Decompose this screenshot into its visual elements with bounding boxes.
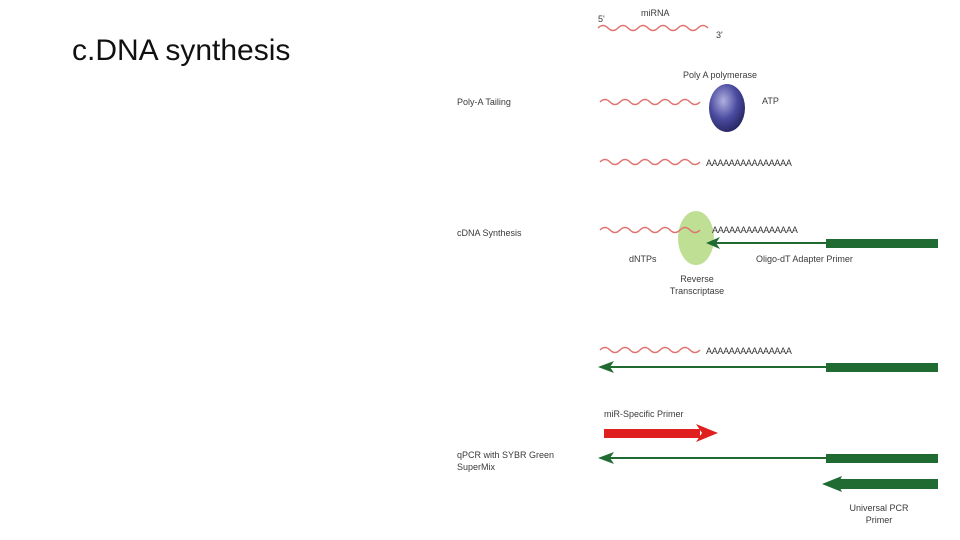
step-cdna-synthesis: cDNA Synthesis xyxy=(457,228,522,238)
slide-title: c.DNA synthesis xyxy=(72,34,291,67)
three-prime-label: 3' xyxy=(716,30,723,40)
dntps-label: dNTPs xyxy=(629,254,657,264)
arrowhead xyxy=(598,361,614,373)
mir-specific-primer-label: miR-Specific Primer xyxy=(604,409,684,419)
step-poly-a-tailing: Poly-A Tailing xyxy=(457,97,511,107)
arrowhead xyxy=(696,424,718,442)
universal-pcr-primer-label: Universal PCR Primer xyxy=(849,503,909,525)
atp-label: ATP xyxy=(762,96,779,106)
universal-pcr-primer-arrow xyxy=(836,479,938,489)
arrowhead xyxy=(822,476,842,492)
mir-specific-primer-arrow xyxy=(604,429,700,438)
arrowhead xyxy=(706,237,720,249)
adapter-bar xyxy=(826,363,938,372)
mirna-strand xyxy=(599,226,701,234)
poly-a-tail: AAAAAAAAAAAAAAA xyxy=(712,225,798,235)
arrowhead xyxy=(598,452,614,464)
mirna-strand xyxy=(599,158,701,166)
adapter-bar xyxy=(826,454,938,463)
poly-a-tail: AAAAAAAAAAAAAAA xyxy=(706,158,792,168)
poly-a-polymerase-shape xyxy=(709,84,745,132)
mirna-strand xyxy=(599,98,701,106)
poly-a-tail: AAAAAAAAAAAAAAA xyxy=(706,346,792,356)
poly-a-polymerase-label: Poly A polymerase xyxy=(683,70,758,80)
reverse-transcriptase-shape xyxy=(678,211,714,265)
oligo-dt-primer-bar xyxy=(826,239,938,248)
step-qpcr: qPCR with SYBR Green SuperMix xyxy=(457,450,555,472)
mirna-strand xyxy=(597,24,709,32)
five-prime-label: 5' xyxy=(598,14,605,24)
reverse-transcriptase-label: Reverse Transcriptase xyxy=(669,274,725,296)
oligo-dt-primer-label: Oligo-dT Adapter Primer xyxy=(756,254,853,264)
mirna-strand xyxy=(599,346,701,354)
mirna-label: miRNA xyxy=(641,8,670,18)
